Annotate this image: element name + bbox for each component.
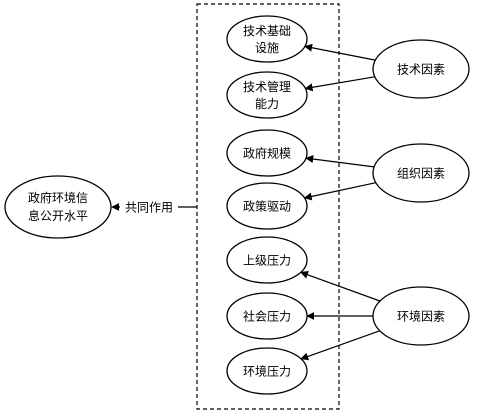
factor-node-environment-factors: 环境因素	[372, 286, 470, 346]
outcome-node: 政府环境信 息公开水平	[4, 175, 112, 239]
indicator-node-government-scale: 政府规模	[226, 129, 308, 177]
factor-node-label: 环境因素	[397, 309, 445, 324]
combined-effect-label: 共同作用	[125, 201, 173, 215]
indicator-node-label: 能力	[255, 97, 279, 111]
indicator-node-label: 政府规模	[243, 146, 291, 161]
indicator-node-label: 社会压力	[243, 309, 291, 324]
edges-layer	[300, 43, 381, 361]
factor-node-organization-factors: 组织因素	[372, 143, 470, 203]
indicator-node-label: 政策驱动	[243, 200, 291, 214]
arrow-technology-factors-to-tech-infrastructure	[304, 43, 376, 61]
combined-label-background	[120, 198, 178, 216]
indicator-node-shape	[226, 292, 308, 340]
indicator-node-label: 上级压力	[243, 254, 291, 268]
indicator-node-shape	[226, 71, 308, 119]
outcome-node-shape	[4, 175, 112, 239]
indicator-node-shape	[226, 347, 308, 395]
indicator-node-label: 技术基础	[243, 24, 291, 38]
factor-node-shape	[372, 39, 470, 99]
outcome-node-label-line-2: 息公开水平	[28, 208, 88, 223]
factor-node-shape	[372, 143, 470, 203]
arrow-organization-factors-to-government-scale	[305, 155, 375, 168]
indicator-node-label: 环境压力	[243, 364, 291, 379]
indicator-node-superior-pressure: 上级压力	[226, 236, 308, 284]
indicator-node-label: 设施	[255, 41, 279, 55]
factor-node-label: 组织因素	[397, 167, 445, 181]
arrow-organization-factors-to-policy-drive	[303, 182, 376, 201]
indicator-node-shape	[226, 15, 308, 63]
indicator-node-label: 技术管理	[243, 79, 291, 94]
indicator-node-environment-pressure: 环境压力	[226, 347, 308, 395]
arrow-technology-factors-to-tech-management	[304, 76, 375, 92]
arrow-environment-factors-to-superior-pressure	[300, 270, 381, 302]
factor-node-label: 技术因素	[397, 63, 445, 77]
arrow-environment-factors-to-environment-pressure	[300, 330, 380, 361]
indicator-node-social-pressure: 社会压力	[226, 292, 308, 340]
factor-node-shape	[372, 286, 470, 346]
indicator-node-policy-drive: 政策驱动	[226, 182, 308, 230]
indicator-node-shape	[226, 236, 308, 284]
indicator-node-shape	[226, 129, 308, 177]
indicator-node-shape	[226, 182, 308, 230]
outcome-node-label-line-1: 政府环境信	[28, 190, 88, 205]
factor-node-technology-factors: 技术因素	[372, 39, 470, 99]
